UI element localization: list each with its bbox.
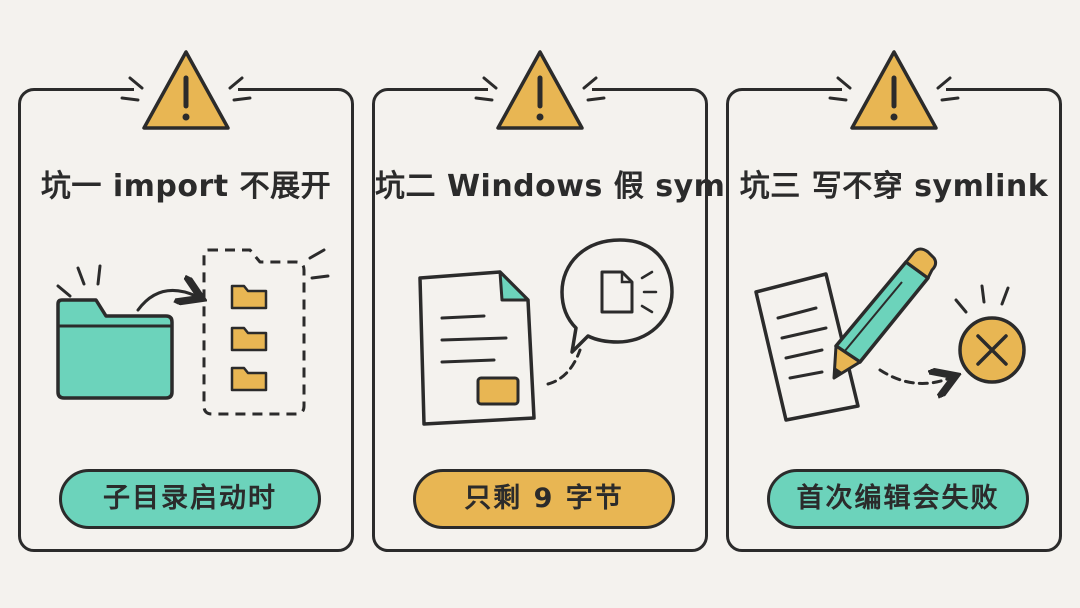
document-icon <box>754 272 860 422</box>
card-1: 坑一 import 不展开 子目录启动时 <box>18 88 354 552</box>
pencil-icon <box>832 247 938 380</box>
arrow-icon <box>136 290 196 312</box>
pill-3: 首次编辑会失败 <box>767 469 1029 529</box>
pill-1: 子目录启动时 <box>59 469 321 529</box>
warning-icon <box>828 50 960 130</box>
folder-icon <box>56 264 174 400</box>
pill-2: 只剩 9 字节 <box>413 469 675 529</box>
small-file-icon <box>600 270 658 314</box>
card-title-3: 坑三 写不穿 symlink <box>739 169 1049 204</box>
fail-x-icon <box>954 284 1026 384</box>
card-title-1: 坑一 import 不展开 <box>40 169 332 204</box>
document-icon <box>418 270 536 426</box>
warning-icon <box>474 50 606 130</box>
warning-icon <box>120 50 252 130</box>
dashed-arrow <box>878 370 950 383</box>
stacked-folders-icon <box>202 248 330 416</box>
